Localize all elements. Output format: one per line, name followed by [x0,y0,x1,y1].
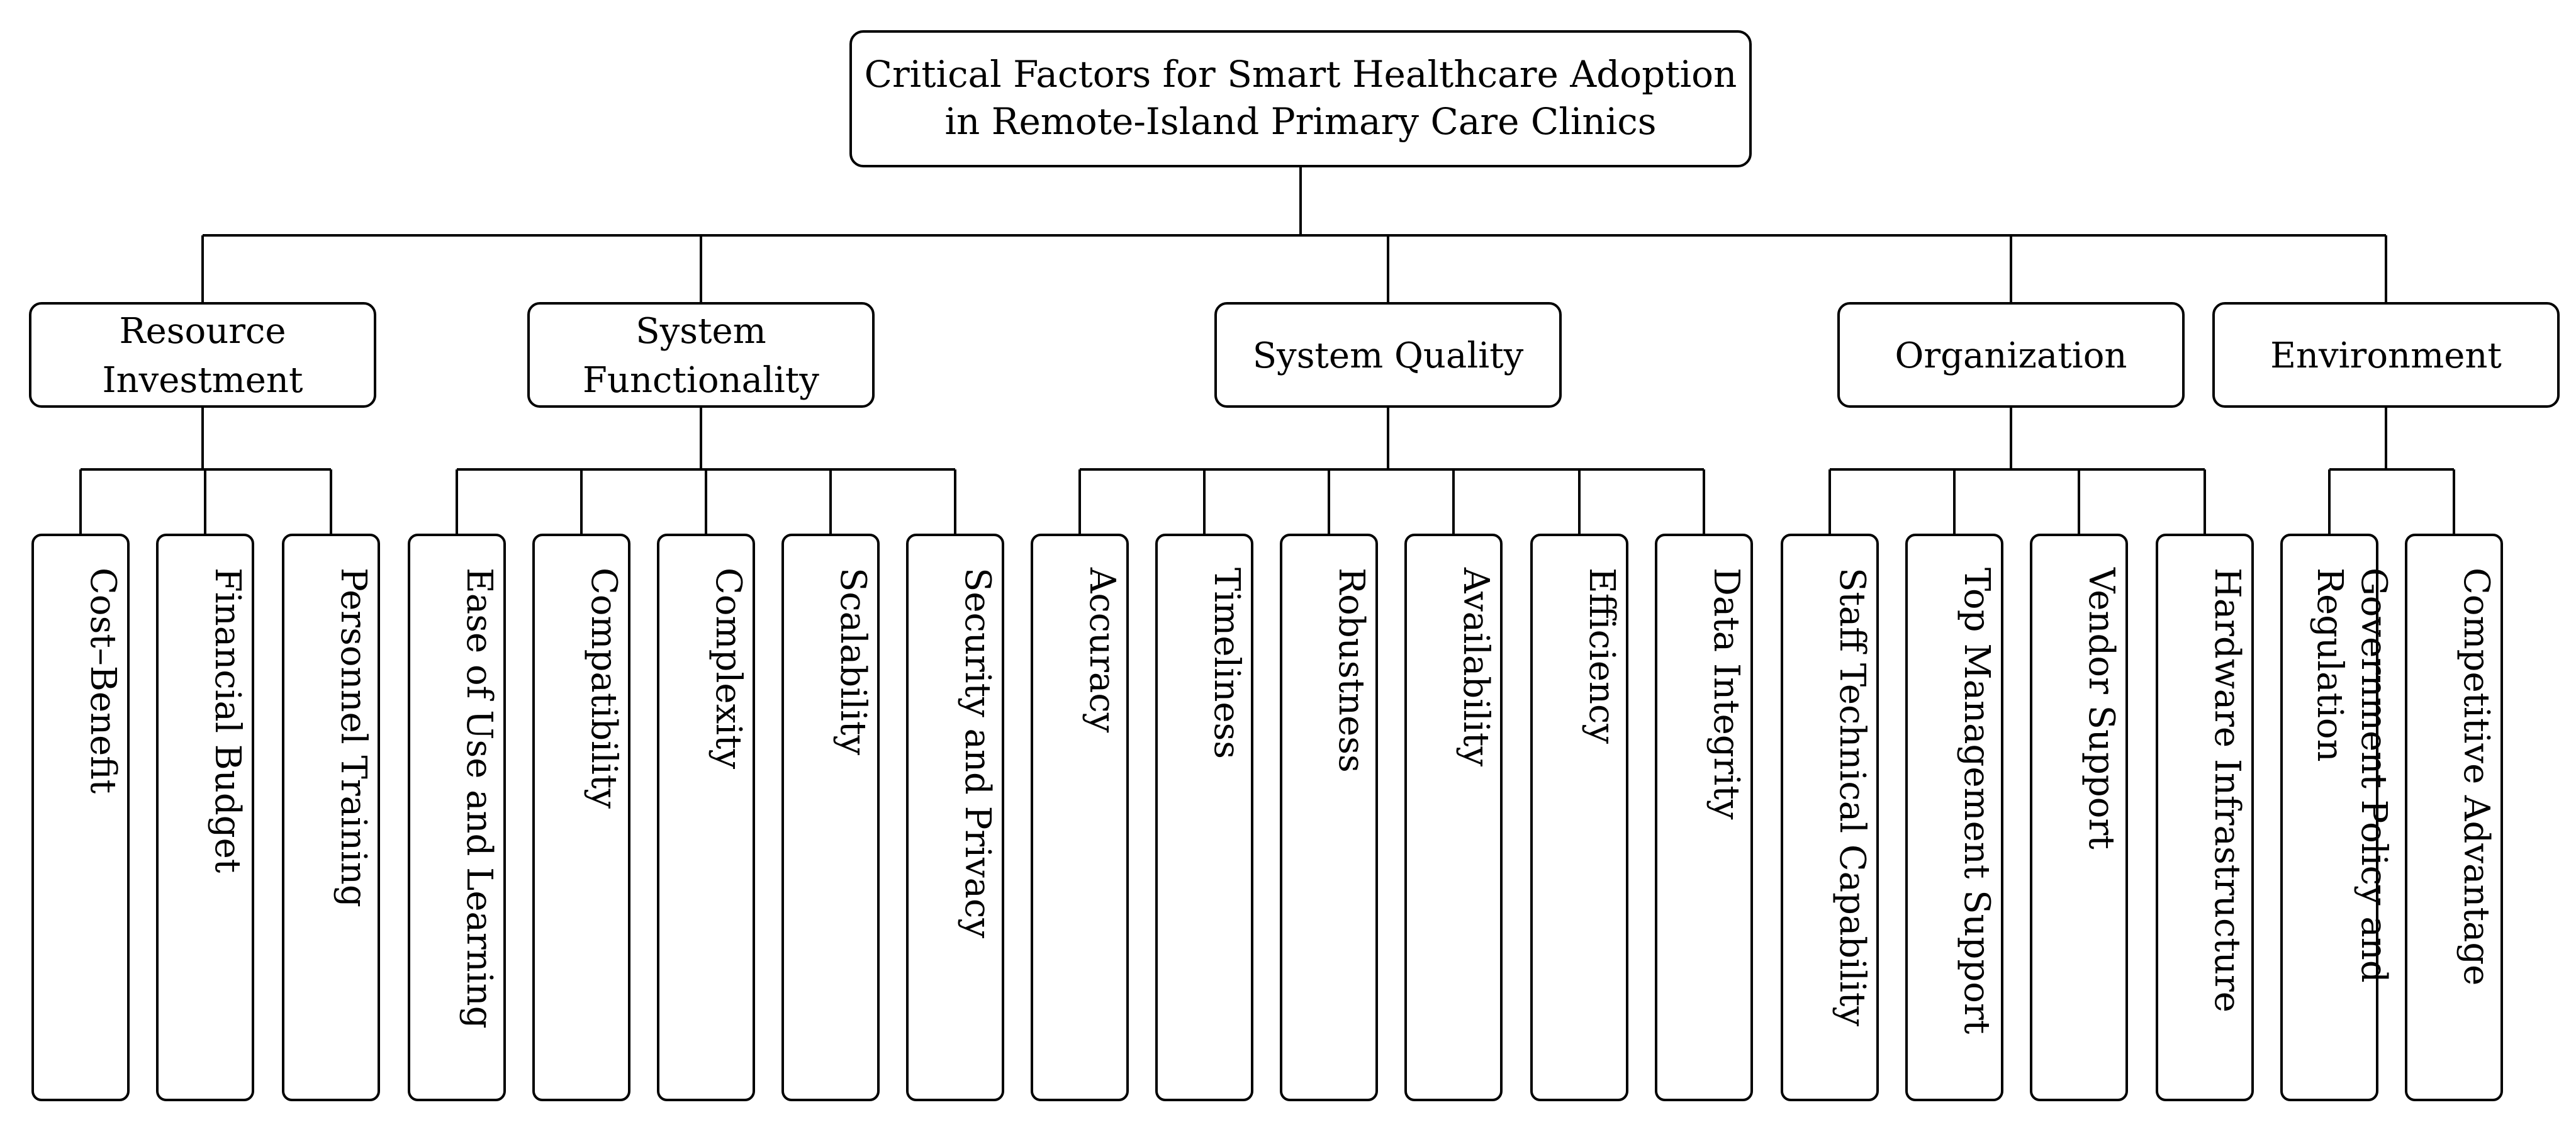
factor-box [1404,534,1503,1101]
category-label: Investment [102,360,303,401]
factor-node: Staff Technical Capability [1781,534,1879,1101]
factor-label: Compatibility [583,568,624,809]
factor-label: Scalability [832,568,873,755]
factor-box [781,534,880,1101]
root-title-line-1: Critical Factors for Smart Healthcare Ad… [865,53,1737,96]
factor-node: Efficiency [1530,534,1628,1101]
factor-label: Vendor Support [2081,567,2122,850]
factor-box [1655,534,1753,1101]
category-node: Organization [1837,302,2185,408]
category-label: Organization [1895,335,2127,376]
factor-box [408,534,506,1101]
factor-label: Complexity [708,568,749,770]
factor-box [1031,534,1129,1101]
factor-node: Security and Privacy [906,534,1004,1101]
factor-label: Cost–Benefit [82,568,123,794]
factor-box [1155,534,1253,1101]
factor-label: Security and Privacy [957,568,998,938]
factor-node: Personnel Training [282,534,380,1101]
factor-label: Timeliness [1206,568,1247,759]
factor-node: Robustness [1280,534,1378,1101]
factor-label: Top Management Support [1956,568,1997,1035]
factor-label: Regulation [2309,568,2350,762]
factor-node: Top Management Support [1905,534,2003,1101]
factor-node: Scalability [781,534,880,1101]
category-label: Environment [2270,335,2502,376]
category-box [29,302,376,408]
factor-node: Financial Budget [156,534,254,1101]
factor-label: Staff Technical Capability [1832,568,1873,1026]
factor-label: Robustness [1331,568,1372,773]
factor-label: Government Policy and [2353,568,2394,983]
connector-lines [79,166,2455,535]
factor-node: Timeliness [1155,534,1253,1101]
factor-box [1280,534,1378,1101]
category-node: System Quality [1214,302,1562,408]
factor-label: Financial Budget [207,568,248,873]
factor-box [156,534,254,1101]
factor-node: Data Integrity [1655,534,1753,1101]
factor-node: Vendor Support [2030,534,2128,1101]
factor-label: Efficiency [1581,568,1622,744]
category-nodes: ResourceInvestmentSystemFunctionalitySys… [29,302,2560,408]
factor-label: Competitive Advantage [2456,568,2497,985]
factor-nodes: Cost–Benefit Financial Budget Personnel Tr… [31,534,2503,1101]
factor-box [2030,534,2128,1101]
factor-node: Competitive Advantage [2405,534,2503,1101]
factor-box [906,534,1004,1101]
factor-box [532,534,630,1101]
factor-node: Ease of Use and Learning [408,534,506,1101]
factor-label: Availability [1455,567,1496,766]
factor-box [1530,534,1628,1101]
root-box [849,30,1752,167]
factor-box [2280,534,2378,1101]
category-label: System [636,311,766,352]
category-label: System Quality [1253,335,1524,376]
factor-node: Accuracy [1031,534,1129,1101]
factor-label: Ease of Use and Learning [459,568,500,1029]
category-box [1837,302,2185,408]
category-label: Resource [119,311,286,352]
factor-box [1781,534,1879,1101]
factor-label: Accuracy [1082,567,1123,733]
factor-label: Personnel Training [333,568,374,907]
root-title-line-2: in Remote-Island Primary Care Clinics [944,100,1656,143]
category-box [2212,302,2560,408]
factor-label: Hardware Infrastructure [2207,568,2248,1013]
factor-node: Availability [1404,534,1503,1101]
factor-box [2156,534,2254,1101]
factor-node: Hardware Infrastructure [2156,534,2254,1101]
category-box [1214,302,1562,408]
factor-box [31,534,130,1101]
factor-box [1905,534,2003,1101]
factor-node: Compatibility [532,534,630,1101]
factor-box [2405,534,2503,1101]
category-node: Environment [2212,302,2560,408]
root-node: Critical Factors for Smart Healthcare Ad… [849,30,1752,167]
category-box [527,302,875,408]
factor-box [282,534,380,1101]
factor-node: Complexity [657,534,755,1101]
category-label: Functionality [583,360,819,401]
factor-label: Data Integrity [1706,568,1747,820]
factor-box [657,534,755,1101]
factor-node: Cost–Benefit [31,534,130,1101]
